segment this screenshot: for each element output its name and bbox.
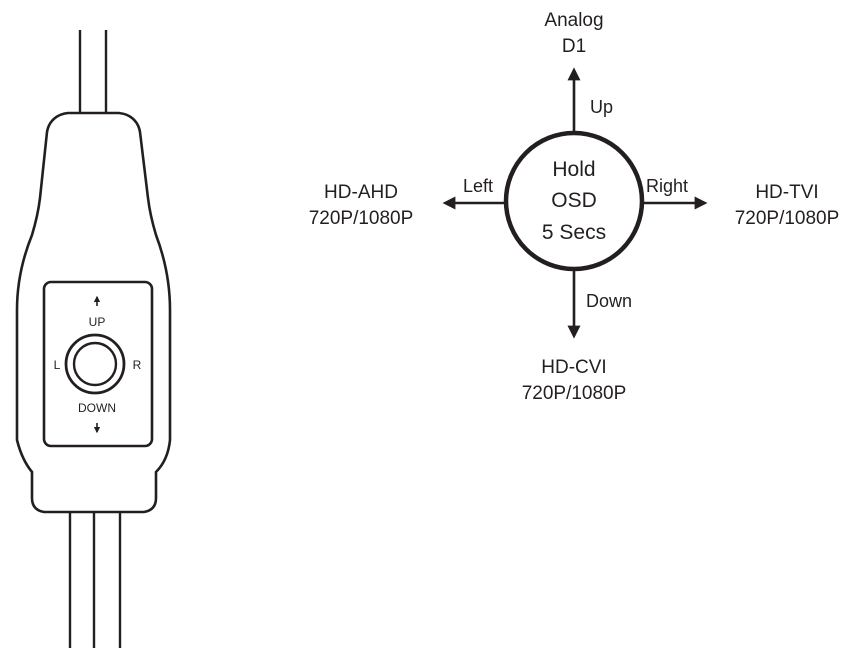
osd-controller: UP L R DOWN bbox=[15, 30, 172, 648]
mode-right-line-1: HD-TVI bbox=[755, 182, 818, 203]
controller-up-label: UP bbox=[89, 315, 106, 329]
mode-down-line-2: 720P/1080P bbox=[522, 383, 627, 404]
joystick-button-inner bbox=[72, 341, 118, 387]
center-line-1: Hold bbox=[552, 158, 595, 181]
controller-down-label: DOWN bbox=[78, 401, 116, 415]
mode-right-line-2: 720P/1080P bbox=[735, 208, 840, 229]
direction-label-up: Up bbox=[590, 97, 613, 117]
mode-up-line-2: D1 bbox=[562, 36, 586, 57]
hold-osd-circle bbox=[503, 130, 645, 272]
controller-left-label: L bbox=[54, 358, 61, 372]
center-line-3: 5 Secs bbox=[542, 221, 606, 244]
direction-label-left: Left bbox=[463, 176, 493, 196]
mode-left-line-1: HD-AHD bbox=[324, 182, 398, 203]
direction-label-right: Right bbox=[646, 176, 688, 196]
direction-diagram: Hold OSD 5 Secs Up Down Left Right Analo… bbox=[309, 10, 840, 404]
mode-up-line-1: Analog bbox=[544, 10, 603, 31]
controller-right-label: R bbox=[133, 358, 142, 372]
center-line-2: OSD bbox=[551, 189, 597, 212]
direction-label-down: Down bbox=[586, 291, 632, 311]
mode-left-line-2: 720P/1080P bbox=[309, 208, 414, 229]
mode-down-line-1: HD-CVI bbox=[541, 357, 606, 378]
